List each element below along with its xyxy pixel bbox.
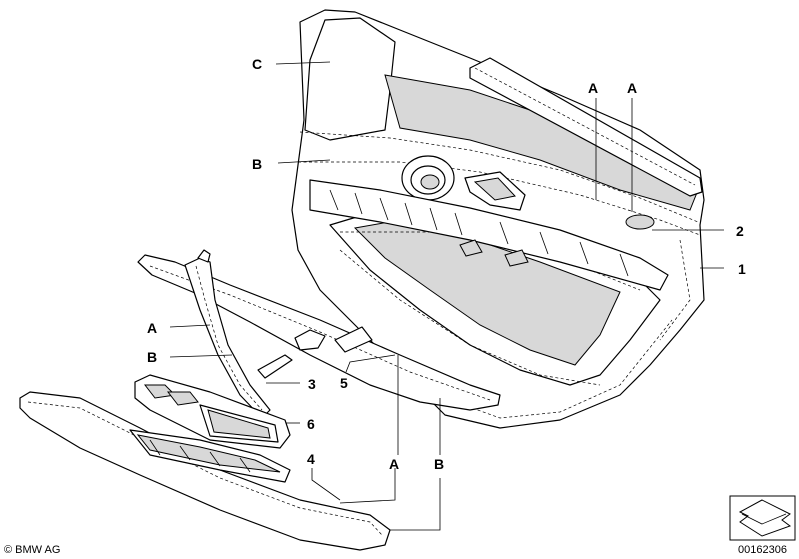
part-number-text: 00162306 xyxy=(738,544,787,556)
copyright-text: © BMW AG xyxy=(4,544,60,556)
callout-c-top: C xyxy=(252,56,262,72)
callout-4: 4 xyxy=(307,451,315,467)
callout-5: 5 xyxy=(340,375,348,391)
callout-a-bottom: A xyxy=(389,456,399,472)
armrest xyxy=(19,391,391,551)
callout-a-top-2: A xyxy=(627,80,637,96)
leader-lines xyxy=(169,61,724,531)
callout-b-left: B xyxy=(147,349,157,365)
callout-3: 3 xyxy=(308,376,316,392)
callout-1: 1 xyxy=(738,261,746,277)
callout-b-bottom: B xyxy=(434,456,444,472)
window-switch-block xyxy=(134,374,291,449)
callout-a-left: A xyxy=(147,320,157,336)
direction-arrow-icon xyxy=(729,495,796,541)
callout-b-top: B xyxy=(252,156,262,172)
callout-2: 2 xyxy=(736,223,744,239)
pull-handle xyxy=(184,249,293,419)
door-panel xyxy=(291,9,705,429)
callout-a-top-1: A xyxy=(588,80,598,96)
callout-6: 6 xyxy=(307,416,315,432)
